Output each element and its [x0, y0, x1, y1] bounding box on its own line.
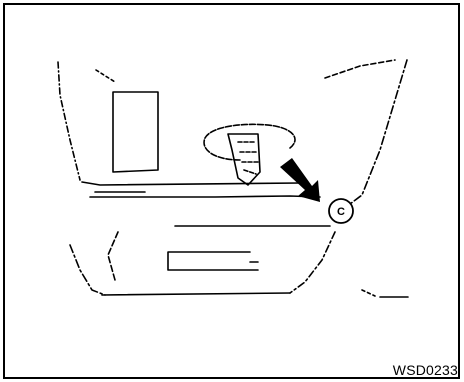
seat-back-panel — [113, 92, 158, 172]
trim-panel — [168, 252, 258, 270]
figure-code: WSD0233 — [393, 363, 458, 377]
callout-label: C — [337, 206, 345, 218]
console-right-line — [342, 60, 407, 210]
console-lower-line — [290, 232, 335, 293]
trim-line-left — [70, 245, 105, 295]
floor-bracket — [362, 290, 375, 296]
cushion-edge-line — [90, 196, 320, 197]
floor-line — [102, 293, 290, 295]
seat-back-outline — [58, 62, 80, 180]
console-side-line — [325, 60, 395, 78]
trim-inner-curve — [108, 232, 118, 280]
seat-cushion-top-line — [82, 182, 300, 185]
headrest-top-line — [96, 70, 115, 82]
cupholder-ribs — [238, 142, 258, 174]
